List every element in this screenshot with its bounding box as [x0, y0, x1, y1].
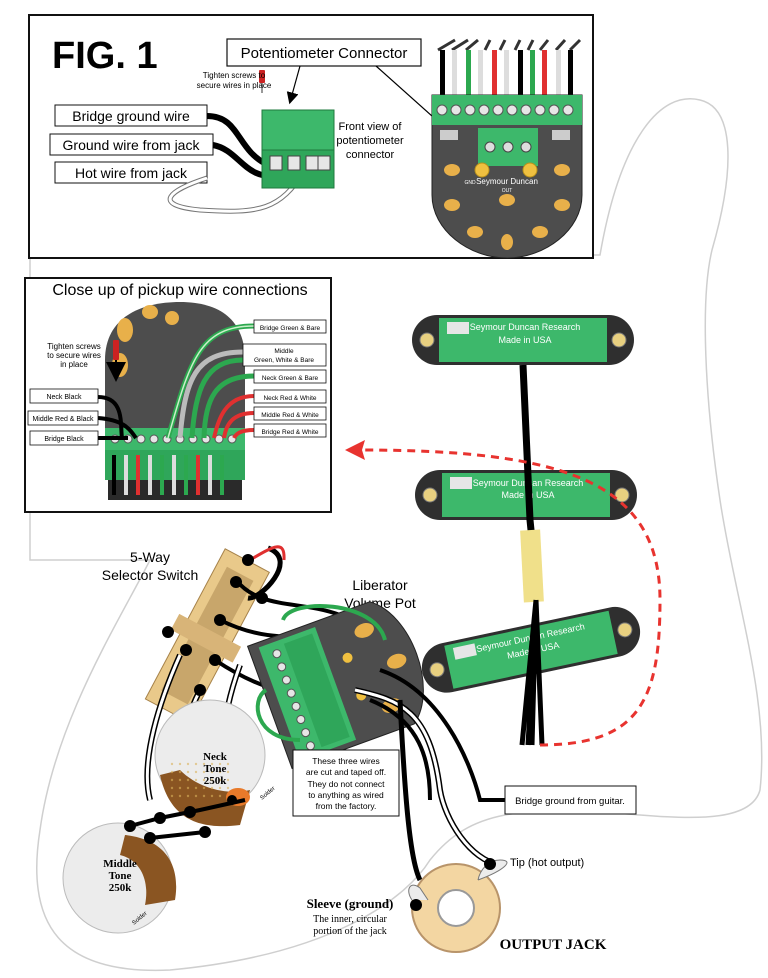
fig1-brand: Seymour Duncan: [476, 177, 538, 186]
fig1-out: OUT: [502, 188, 513, 194]
screwdriver-icon-2: [106, 340, 126, 382]
bridge-ground-guitar-box: [504, 785, 637, 815]
tip-label: Tip (hot output): [510, 857, 584, 869]
fig1-tighten-2: secure wires in place: [197, 81, 272, 90]
vol-pot-label-1: Liberator: [352, 577, 408, 593]
right-label-neck-green: Neck Green & Bare: [262, 375, 319, 382]
neck-pickup: [412, 315, 634, 365]
sleeve-label-2: The inner, circular: [313, 914, 387, 925]
cut-note-4: to anything as wired: [308, 790, 384, 800]
liberator-volume-pot: [246, 601, 424, 770]
right-label-middle-red: Middle Red & White: [261, 412, 319, 419]
fig1-pot-board: [431, 38, 583, 259]
cut-note-3: They do not connect: [307, 779, 385, 789]
front-view-3: connector: [346, 149, 395, 161]
bridge-ground-guitar-label: Bridge ground from guitar.: [515, 796, 625, 807]
middle-tone-label-2: Tone: [109, 870, 132, 882]
sleeve-label-3: portion of the jack: [313, 926, 387, 937]
right-label-neck-red: Neck Red & White: [263, 395, 316, 402]
pot-connector-box: [226, 38, 422, 67]
left-label-neck-black: Neck Black: [46, 394, 82, 401]
sleeve-label-1: Sleeve (ground): [307, 896, 394, 911]
right-label-bridge-red: Bridge Red & White: [261, 429, 318, 436]
pot-connector-label: Potentiometer Connector: [241, 45, 408, 62]
neck-tone-label-1: Neck: [203, 751, 228, 763]
middle-tone-label-3: 250k: [109, 882, 133, 894]
right-label-middle: Middle: [274, 348, 294, 355]
switch-label-1: 5-Way: [130, 549, 170, 565]
closeup-tighten-3: in place: [60, 360, 88, 369]
cut-note-5: from the factory.: [316, 801, 377, 811]
right-label-middle-2: Green, White & Bare: [254, 357, 314, 364]
fig1-tighten-1: Tighten screws to: [203, 71, 266, 80]
output-jack-label: OUTPUT JACK: [500, 937, 607, 953]
closeup-tighten-1: Tighten screws: [47, 342, 101, 351]
front-view-1: Front view of: [339, 121, 403, 133]
cut-note-box: [292, 749, 400, 817]
switch-label-2: Selector Switch: [102, 567, 198, 583]
neck-tone-label-2: Tone: [204, 763, 227, 775]
cut-note-1: These three wires: [312, 756, 380, 766]
dashed-red-arrow: [359, 448, 662, 747]
five-way-switch: [144, 548, 271, 724]
screwdriver-icon: [259, 70, 265, 93]
middle-tone-label-1: Middle: [103, 858, 137, 870]
closeup-tighten-2: to secure wires: [47, 351, 101, 360]
hot-jack-box: [54, 161, 208, 184]
closeup-board: [105, 302, 245, 500]
right-label-bridge-green: Bridge Green & Bare: [260, 325, 321, 332]
output-jack: [408, 858, 508, 953]
ground-jack-box: [49, 133, 214, 156]
fig1-gnd: GND: [464, 180, 476, 186]
middle-tone-pot: [62, 822, 177, 934]
closeup-title: Close up of pickup wire connections: [52, 282, 307, 299]
cut-note-2: are cut and taped off.: [306, 767, 386, 777]
hot-jack-label: Hot wire from jack: [75, 165, 188, 181]
ground-jack-label: Ground wire from jack: [63, 137, 201, 153]
fig1-title: FIG. 1: [52, 35, 158, 77]
front-view-2: potentiometer: [336, 135, 404, 147]
left-label-bridge-black: Bridge Black: [44, 436, 84, 443]
neck-pickup-made: Made in USA: [498, 335, 551, 345]
neck-pickup-brand: Seymour Duncan Research: [470, 322, 581, 332]
left-label-middle-red-black: Middle Red & Black: [32, 416, 94, 423]
green-connector: [261, 109, 335, 189]
neck-tone-label-3: 250k: [204, 775, 228, 787]
bridge-ground-label: Bridge ground wire: [72, 108, 190, 124]
